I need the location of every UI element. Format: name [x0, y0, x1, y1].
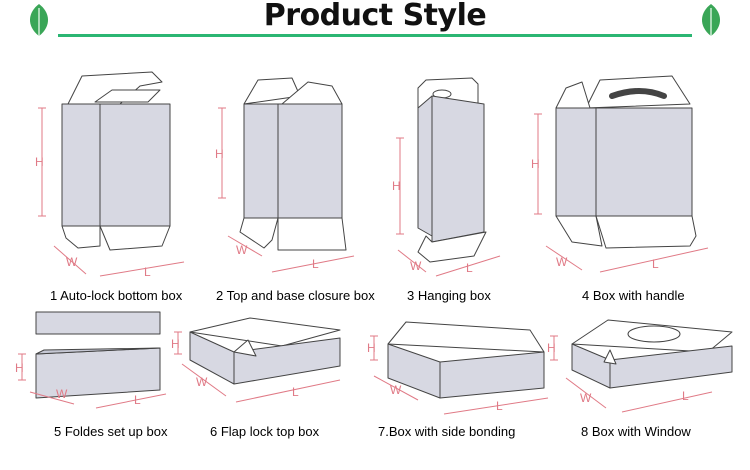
top-and-base-closure-box-illustration: H W L — [215, 77, 355, 273]
caption-hanging-box: 3 Hanging box — [407, 288, 491, 303]
length-label: L — [466, 261, 473, 275]
caption-top-and-base-closure-box: 2 Top and base closure box — [216, 288, 375, 303]
width-label: W — [580, 391, 592, 405]
width-label: W — [556, 255, 568, 269]
length-label: L — [144, 265, 151, 279]
caption-auto-lock-bottom-box: 1 Auto-lock bottom box — [50, 288, 183, 303]
height-label: H — [547, 341, 556, 355]
box-with-window-illustration: H W L — [547, 319, 733, 413]
flap-lock-top-box-illustration: H W L — [171, 317, 341, 403]
box-with-side-bonding-illustration: H W L — [367, 321, 549, 415]
leaf-icon-left — [29, 4, 49, 36]
height-label: H — [392, 179, 401, 193]
length-label: L — [134, 393, 141, 407]
height-label: H — [215, 147, 224, 161]
auto-lock-bottom-box-illustration: H W L — [35, 71, 185, 279]
page-title: Product Style — [263, 0, 487, 33]
width-label: W — [56, 387, 68, 401]
hanging-box-illustration: H W L — [392, 77, 501, 277]
height-label: H — [367, 341, 376, 355]
height-label: H — [15, 361, 24, 375]
length-label: L — [682, 389, 689, 403]
foldes-set-up-box-illustration: H W L — [15, 311, 167, 409]
length-label: L — [312, 257, 319, 271]
length-label: L — [292, 385, 299, 399]
width-label: W — [390, 383, 402, 397]
caption-box-with-window: 8 Box with Window — [581, 424, 691, 439]
width-label: W — [196, 375, 208, 389]
height-label: H — [171, 337, 180, 351]
box-with-handle-illustration: H W L — [531, 75, 709, 273]
leaf-icon-right — [701, 4, 721, 36]
caption-box-with-side-bonding: 7.Box with side bonding — [378, 424, 516, 439]
length-label: L — [652, 257, 659, 271]
caption-foldes-set-up-box: 5 Foldes set up box — [54, 424, 168, 439]
length-label: L — [496, 399, 503, 413]
height-label: H — [531, 157, 540, 171]
width-label: W — [66, 255, 78, 269]
caption-box-with-handle: 4 Box with handle — [582, 288, 685, 303]
width-label: W — [410, 259, 422, 273]
width-label: W — [236, 243, 248, 257]
title-underline — [58, 34, 692, 37]
height-label: H — [35, 155, 44, 169]
caption-flap-lock-top-box: 6 Flap lock top box — [210, 424, 320, 439]
